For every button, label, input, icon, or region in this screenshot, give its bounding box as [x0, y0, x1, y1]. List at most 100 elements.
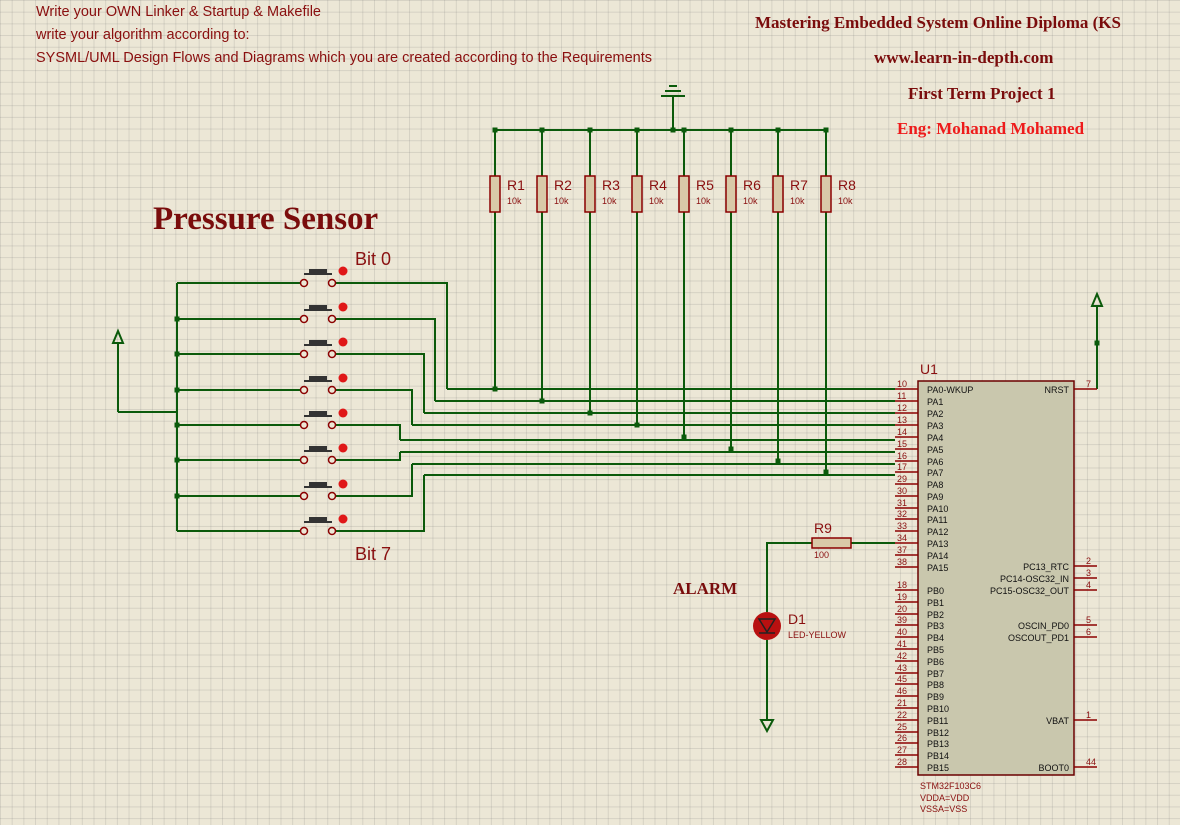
mcu-pin-name-PB9: PB9 — [927, 692, 944, 702]
led-d1-body[interactable] — [753, 612, 781, 640]
course-title: Mastering Embedded System Online Diploma… — [755, 13, 1121, 32]
junction-dot — [728, 127, 734, 133]
mcu-pin-number: 17 — [897, 462, 907, 472]
button-state-indicator — [338, 408, 348, 418]
bit0-label: Bit 0 — [355, 249, 392, 269]
button-cap — [309, 411, 327, 416]
mcu-pin-number: 37 — [897, 545, 907, 555]
mcu-power-vssa: VSSA=VSS — [920, 804, 967, 814]
mcu-pin-number: 21 — [897, 698, 907, 708]
mcu-pin-name-VBAT: VBAT — [1046, 716, 1069, 726]
resistor-value-6: 10k — [743, 196, 758, 206]
resistor-label-4: R4 — [649, 177, 667, 193]
junction-dot — [539, 398, 545, 404]
resistor-body-8 — [820, 175, 832, 213]
resistor-label-6: R6 — [743, 177, 761, 193]
pressure-sensor-title: Pressure Sensor — [153, 201, 379, 237]
mcu-pin-name-PA1: PA1 — [927, 397, 943, 407]
engineer-name: Eng: Mohanad Mohamed — [897, 119, 1085, 138]
mcu-pin-number: 7 — [1086, 379, 1091, 389]
mcu-pin-name-PB7: PB7 — [927, 669, 944, 679]
mcu-pin-number: 11 — [897, 391, 906, 401]
button-state-indicator — [338, 514, 348, 524]
website-url[interactable]: www.learn-in-depth.com — [874, 48, 1054, 67]
mcu-pin-name-PA2: PA2 — [927, 409, 943, 419]
mcu-pin-name-PA7: PA7 — [927, 468, 943, 478]
mcu-body[interactable] — [917, 380, 1075, 776]
button-output-wire — [336, 424, 401, 440]
resistor-value-1: 10k — [507, 196, 522, 206]
button-state-indicator — [338, 266, 348, 276]
junction-dot — [539, 127, 545, 133]
mcu-pin-name-PC15-OSC32_OUT: PC15-OSC32_OUT — [990, 586, 1070, 596]
button-contact — [299, 349, 309, 359]
mcu-pin-name-PA11: PA11 — [927, 515, 948, 525]
mcu-pin-number: 38 — [897, 557, 907, 567]
power-arrow-right — [1090, 291, 1104, 307]
mcu-pin-number: 41 — [897, 639, 907, 649]
project-title: First Term Project 1 — [908, 84, 1056, 103]
resistor-value-2: 10k — [554, 196, 569, 206]
led-anode-wire — [766, 542, 812, 612]
junction-dot — [587, 410, 593, 416]
button-contact — [327, 455, 337, 465]
mcu-pin-name-PB15: PB15 — [927, 763, 949, 773]
button-cap — [309, 517, 327, 522]
power-arrow-left — [111, 328, 125, 344]
junction-dot — [634, 127, 640, 133]
mcu-pin-number: 12 — [897, 403, 907, 413]
mcu-pin-name-PB3: PB3 — [927, 621, 944, 631]
button-contact — [299, 455, 309, 465]
mcu-pin-name-PB11: PB11 — [927, 716, 948, 726]
mcu-pin-name-PB2: PB2 — [927, 610, 944, 620]
resistor-label-2: R2 — [554, 177, 572, 193]
mcu-pin-number: 10 — [897, 379, 907, 389]
junction-dot — [174, 457, 180, 463]
button-state-indicator — [338, 302, 348, 312]
button-contact — [299, 385, 309, 395]
mcu-pin-number: 30 — [897, 486, 907, 496]
mcu-pin-number: 19 — [897, 592, 907, 602]
junction-dot — [775, 458, 781, 464]
junction-dot — [174, 387, 180, 393]
mcu-pin-number: 45 — [897, 674, 907, 684]
mcu-pin-name-PA14: PA14 — [927, 551, 948, 561]
mcu-pin-number: 29 — [897, 474, 907, 484]
mcu-pin-name-PA4: PA4 — [927, 433, 943, 443]
junction-dot — [174, 351, 180, 357]
mcu-pin-number: 31 — [897, 498, 907, 508]
mcu-pin-name-PA15: PA15 — [927, 563, 948, 573]
button-contact — [327, 278, 337, 288]
junction-dot — [681, 434, 687, 440]
r9-body — [811, 537, 852, 549]
junction-dot — [823, 127, 829, 133]
junction-dot — [670, 127, 676, 133]
mcu-pin-name-PC14-OSC32_IN: PC14-OSC32_IN — [1000, 574, 1069, 584]
button-output-wire — [336, 464, 413, 497]
mcu-pin-number: 20 — [897, 604, 907, 614]
mcu-pin-name-OSCIN_PD0: OSCIN_PD0 — [1018, 621, 1069, 631]
mcu-pin-name-PA5: PA5 — [927, 445, 943, 455]
note-linker: Write your OWN Linker & Startup & Makefi… — [36, 4, 321, 20]
button-contact — [327, 349, 337, 359]
mcu-pin-number: 4 — [1086, 580, 1091, 590]
mcu-pin-number: 3 — [1086, 568, 1091, 578]
button-cap — [309, 376, 327, 381]
junction-dot — [492, 127, 498, 133]
button-output-wire — [336, 353, 425, 413]
button-cap — [309, 269, 327, 274]
mcu-pin-name-PB10: PB10 — [927, 704, 949, 714]
junction-dot — [775, 127, 781, 133]
mcu-pin-number: 1 — [1086, 710, 1091, 720]
resistor-body-7 — [772, 175, 784, 213]
button-contact — [327, 526, 337, 536]
mcu-pin-number: 34 — [897, 533, 907, 543]
mcu-pin-name-BOOT0: BOOT0 — [1038, 763, 1069, 773]
junction-dot — [587, 127, 593, 133]
resistor-body-2 — [536, 175, 548, 213]
mcu-pin-number: 44 — [1086, 757, 1096, 767]
mcu-pin-name-NRST: NRST — [1045, 385, 1070, 395]
mcu-pin-number: 16 — [897, 451, 907, 461]
resistor-value-5: 10k — [696, 196, 711, 206]
